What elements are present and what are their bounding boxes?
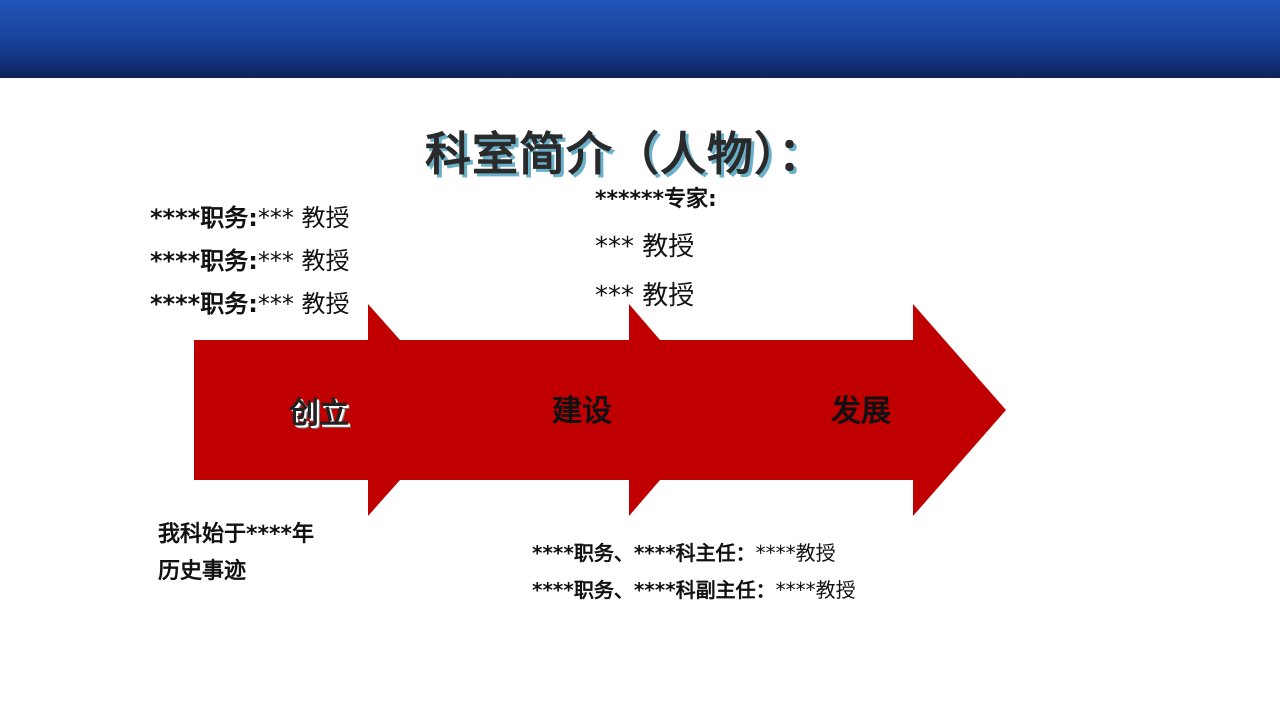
stage-label-founding: 创立 [289, 396, 349, 431]
position-value: *** 教授 [257, 290, 350, 318]
history-start-line: 我科始于****年 [158, 522, 315, 547]
slide-title: 科室简介（人物）： [425, 127, 825, 181]
position-value: *** 教授 [257, 247, 350, 275]
director-label: ****职务、****科主任： [532, 541, 756, 565]
history-events-line: 历史事迹 [158, 559, 247, 584]
position-line-3: ****职务:*** 教授 [150, 284, 349, 319]
director-line-1: ****职务、****科主任：****教授 [532, 537, 836, 566]
director-line-2: ****职务、****科副主任：****教授 [532, 574, 856, 603]
position-value: *** 教授 [257, 204, 350, 232]
director-label: ****职务、****科副主任： [532, 578, 776, 602]
position-label: ****职务: [150, 204, 258, 232]
stage-label-development: 发展 [831, 394, 891, 429]
expert-name-2: *** 教授 [595, 281, 695, 311]
position-label: ****职务: [150, 290, 258, 318]
position-label: ****职务: [150, 247, 258, 275]
director-value: ****教授 [775, 578, 856, 602]
top-header-bar [0, 0, 1280, 78]
arrow-segment-2 [400, 304, 660, 516]
arrow-segment-1 [194, 304, 400, 516]
experts-heading: ******专家: [595, 187, 717, 212]
director-value: ****教授 [755, 541, 836, 565]
position-line-1: ****职务:*** 教授 [150, 198, 349, 233]
arrow-segment-3 [660, 304, 1006, 516]
stage-label-building: 建设 [552, 394, 612, 429]
expert-name-1: *** 教授 [595, 232, 695, 262]
position-line-2: ****职务:*** 教授 [150, 241, 349, 276]
